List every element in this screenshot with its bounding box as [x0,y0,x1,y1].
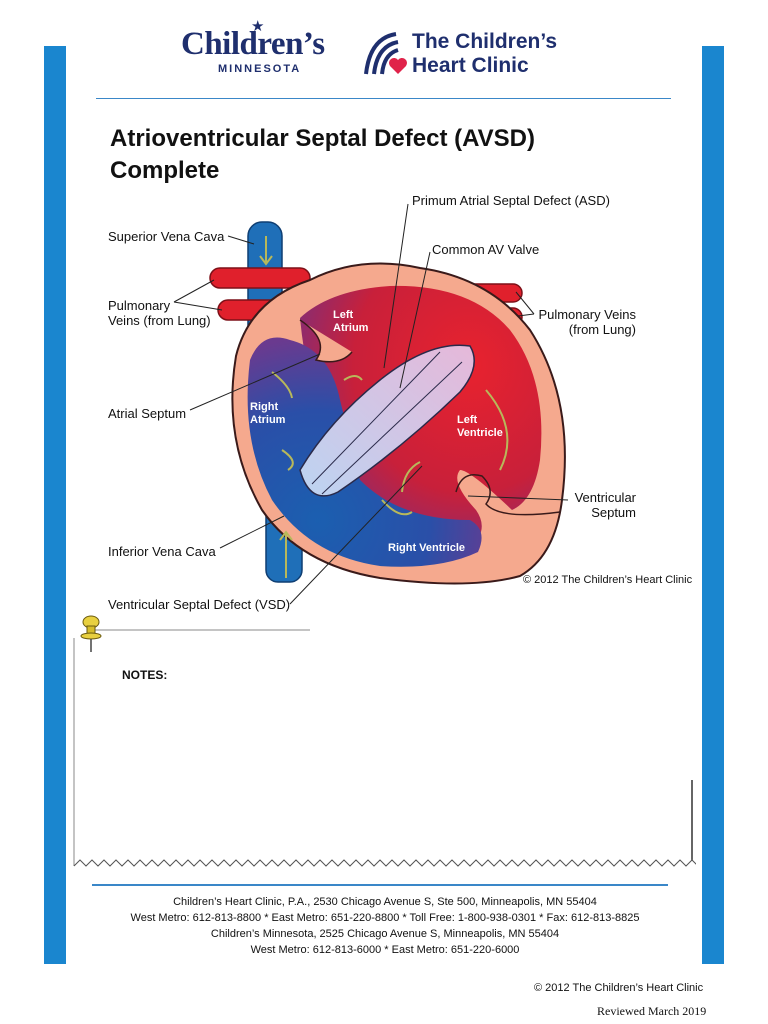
pulmonary-veins-left-line1: Pulmonary [108,298,171,313]
heart-clinic-icon [364,32,407,75]
common-av-valve-shape [299,344,475,497]
reviewed-date: Reviewed March 2019 [597,1004,707,1018]
pulmonary-vein-left-top [209,267,311,289]
left-blue-band [44,46,66,964]
footer-divider [92,884,668,886]
pulmonary-veins-left-line2: Veins (from Lung) [108,313,211,328]
footer-line2: West Metro: 612-813-8800 * East Metro: 6… [130,912,640,924]
left-ventricle-line1: Left [457,414,478,426]
heart-diagram [173,203,569,605]
ventricular-septum-line1: Ventricular [574,490,636,505]
label-ventricular-septum: Ventricular Septum [566,490,636,520]
title-line1: Atrioventricular Septal Defect (AVSD) [110,125,535,152]
footer-line4: West Metro: 612-813-6000 * East Metro: 6… [250,944,520,956]
valve-line-1 [311,351,441,485]
footer-line3: Children’s Minnesota, 2525 Chicago Avenu… [210,928,560,940]
left-atrium-label: Left Atrium [333,309,368,335]
page-title: Atrioventricular Septal Defect (AVSD) Co… [110,123,535,187]
label-superior-vena-cava: Superior Vena Cava [108,229,225,244]
bottom-copyright: © 2012 The Children’s Heart Clinic [534,982,704,994]
right-ventricle-label: Right Ventricle [388,542,466,554]
label-atrial-septum: Atrial Septum [108,406,187,421]
leader-lines [173,203,569,605]
right-atrium-line2: Atrium [250,414,286,426]
label-inferior-vena-cava: Inferior Vena Cava [108,544,216,559]
label-common-av-valve: Common AV Valve [432,242,540,257]
footer-line1: Children’s Heart Clinic, P.A., 2530 Chic… [173,896,597,908]
title-line2: Complete [110,157,220,184]
notes-label: NOTES: [122,668,168,682]
right-atrium-line1: Right [250,401,279,413]
star-icon: ★ [251,18,265,35]
left-ventricle-label: Left Ventricle [457,414,503,440]
notes-box [73,629,696,867]
brand-sub: MINNESOTA [218,63,302,75]
diagram-copyright: © 2012 The Children’s Heart Clinic [523,574,693,586]
pushpin-icon [80,615,102,652]
clinic-name-line1: The Children’s [412,30,558,53]
label-pulmonary-veins-right: Pulmonary Veins (from Lung) [538,307,636,337]
right-atrium-label: Right Atrium [250,401,285,427]
right-blue-band [702,46,724,964]
right-heart-chambers [247,337,482,567]
left-ventricle-line2: Ventricle [457,427,503,439]
left-atrium-line1: Left [333,309,354,321]
ventricular-septum-shape [455,474,561,516]
atrial-septum-shape [299,319,353,363]
clinic-name-line2: Heart Clinic [412,54,529,77]
blood-flow-arrows [259,236,509,578]
pulmonary-veins-right-line2: (from Lung) [568,322,636,337]
left-atrium-line2: Atrium [333,322,369,334]
pulmonary-veins-right-line1: Pulmonary Veins [538,307,636,322]
label-primum-asd: Primum Atrial Septal Defect (ASD) [412,193,610,208]
valve-line-2 [321,361,463,495]
brand-name: Children’s [181,26,325,62]
label-vsd: Ventricular Septal Defect (VSD) [108,597,291,612]
label-pulmonary-veins-left: Pulmonary Veins (from Lung) [108,298,211,328]
ventricular-septum-line2: Septum [591,505,636,520]
header-divider [96,98,671,99]
